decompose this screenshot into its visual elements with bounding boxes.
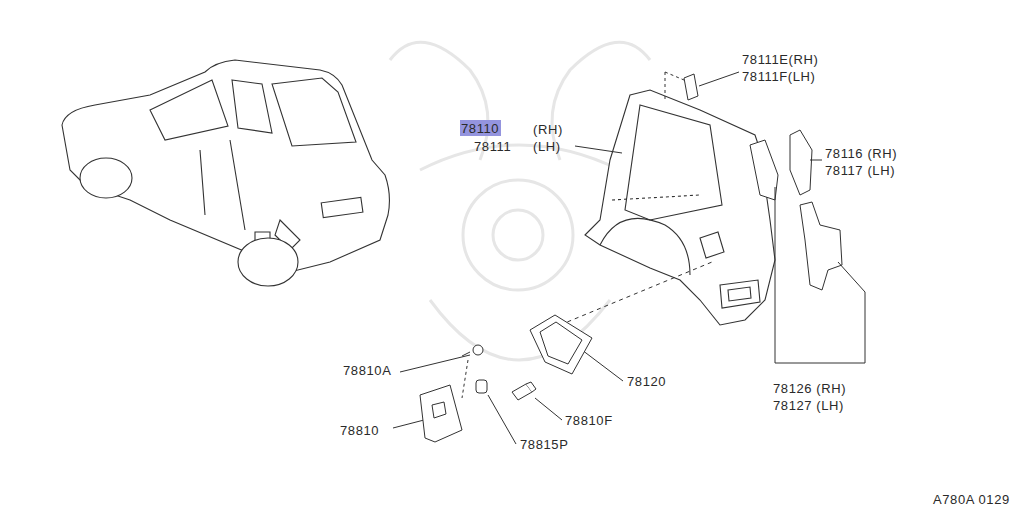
callout-number: 78111 <box>474 140 511 153</box>
callout-number: (LH) <box>533 140 561 153</box>
highlighted-part-number: 78110 <box>460 120 501 136</box>
callout-number: 78111F(LH) <box>742 70 815 83</box>
callout-number: 78116 (RH) <box>825 147 897 160</box>
quarter-panel <box>585 90 775 325</box>
callout-number: 78127 (LH) <box>773 399 844 412</box>
callout-number: 78815P <box>520 438 568 451</box>
callout-number: A780A 0129 <box>933 493 1010 506</box>
callout-number: (RH) <box>533 123 563 136</box>
part-number: 78110 <box>461 121 499 136</box>
callout-number: 78117 (LH) <box>825 164 895 177</box>
callout-number: 78810A <box>343 364 391 377</box>
callout-number: 78810 <box>340 424 379 437</box>
callout-number: 78126 (RH) <box>773 382 846 395</box>
car-illustration <box>62 60 389 286</box>
callout-number: 78120 <box>627 375 666 388</box>
callout-number: 78810F <box>565 414 613 427</box>
clip-part <box>665 72 698 100</box>
leader-lines <box>393 72 865 444</box>
callout-number: 78111E(RH) <box>742 53 818 66</box>
